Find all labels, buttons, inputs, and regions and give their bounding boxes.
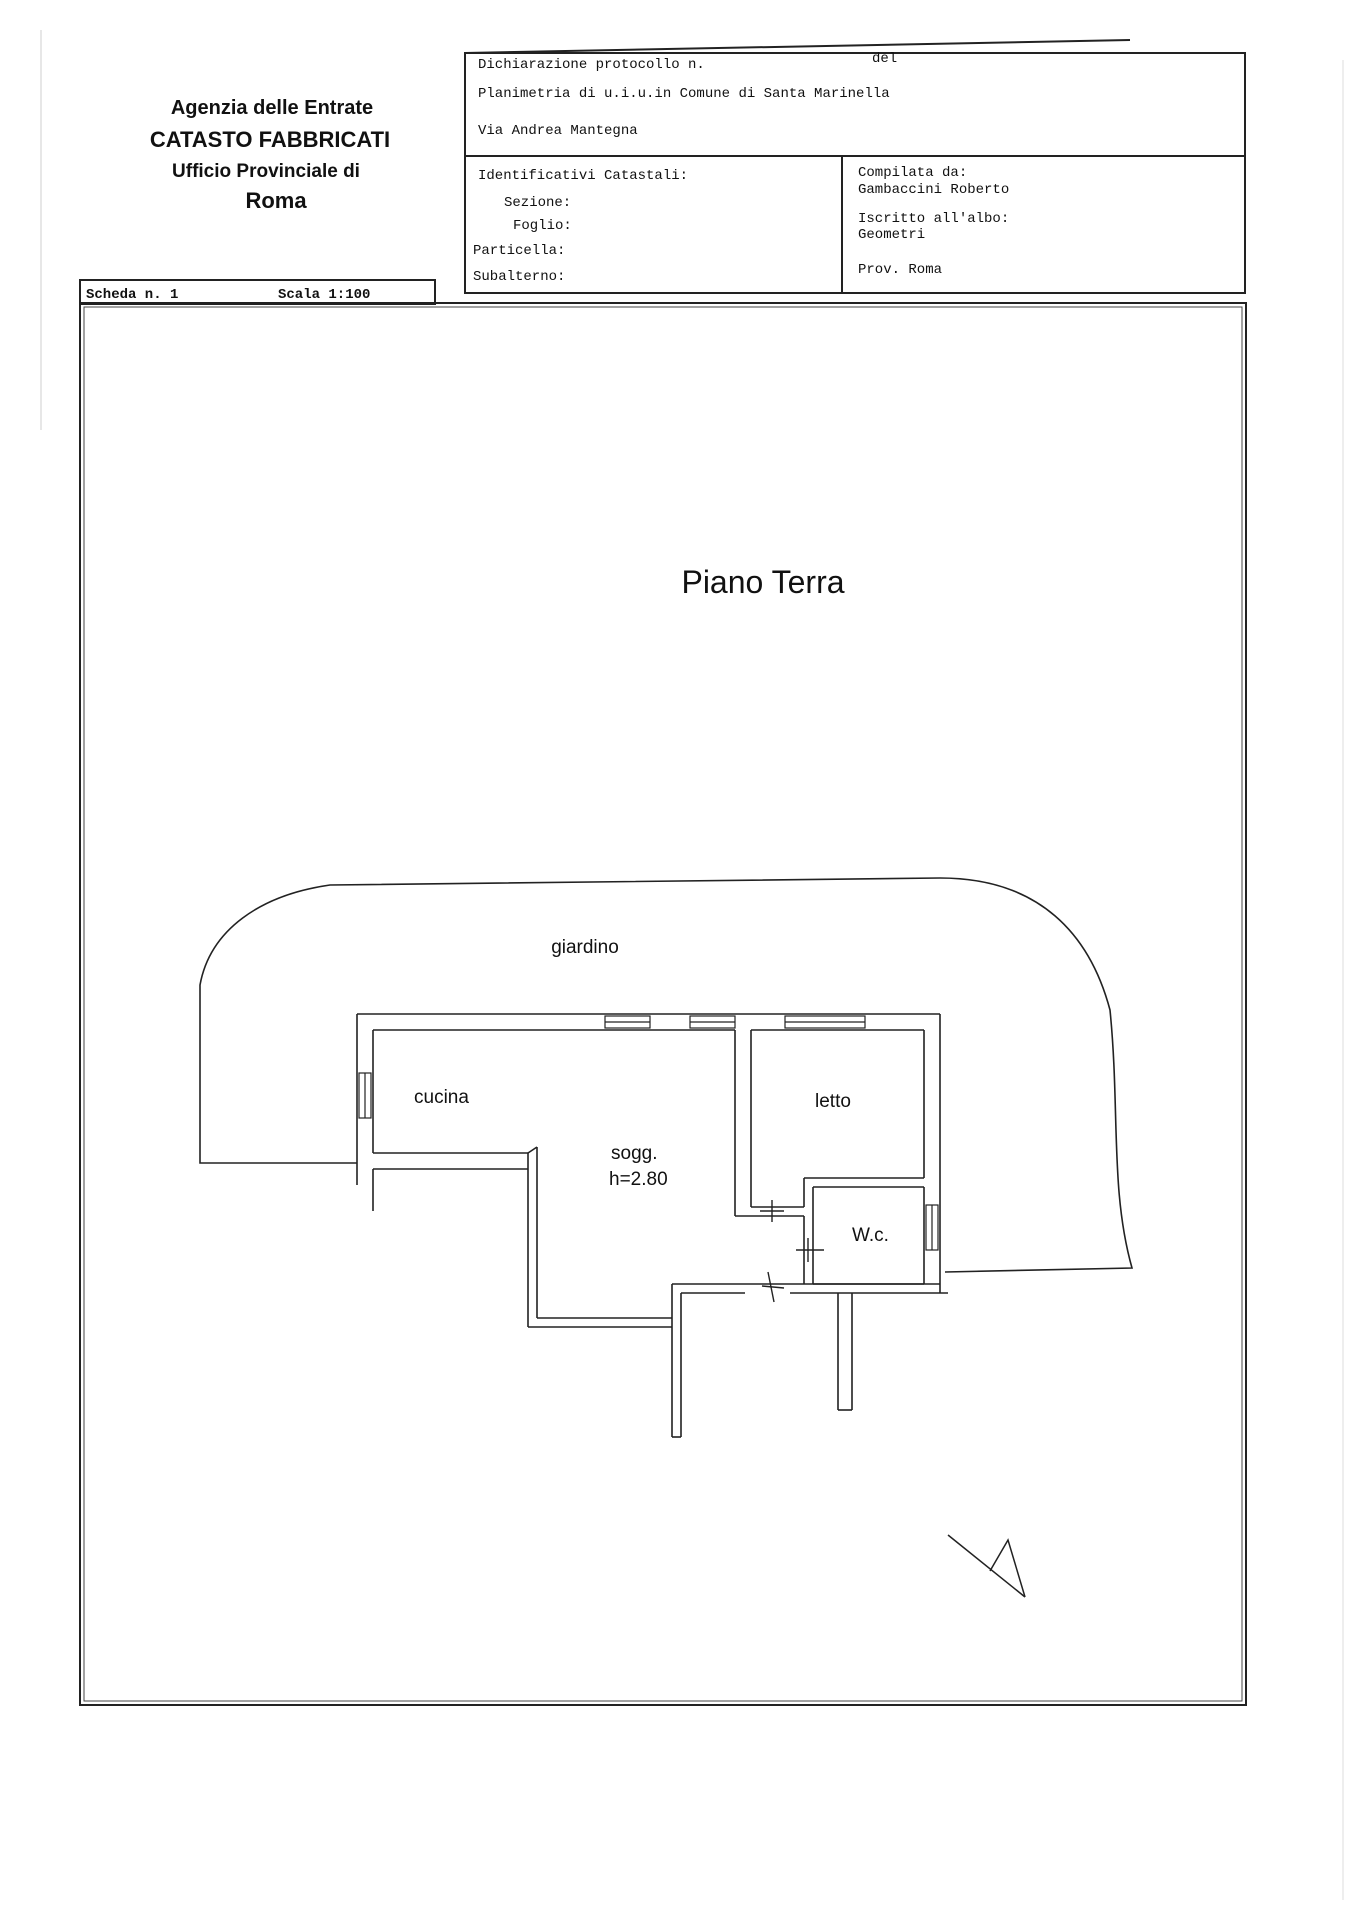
compiled-by-name: Gambaccini Roberto xyxy=(858,182,1009,198)
register-label: Iscritto all'albo: xyxy=(858,211,1009,227)
subalterno-label: Subalterno: xyxy=(473,269,565,285)
compiled-by-label: Compilata da: xyxy=(858,165,967,181)
office-label: Ufficio Provinciale di xyxy=(172,161,360,182)
scale-label: Scala 1:100 xyxy=(278,287,370,303)
room-label-bedroom: letto xyxy=(815,1091,851,1112)
garden-outline xyxy=(199,877,1134,1273)
drawing-frame-inner xyxy=(83,306,1243,1702)
foglio-label: Foglio: xyxy=(513,218,572,234)
windows xyxy=(358,1015,939,1251)
apartment-walls xyxy=(356,1013,948,1438)
north-arrow-icon xyxy=(947,1534,1026,1598)
cadastral-identifiers-title: Identificativi Catastali: xyxy=(478,168,688,184)
office-city: Roma xyxy=(245,188,307,213)
sezione-label: Sezione: xyxy=(504,195,571,211)
door-marks xyxy=(745,1200,824,1303)
header-table-frame xyxy=(464,52,1246,294)
protocol-date-label: del xyxy=(872,51,897,67)
floor-title: Piano Terra xyxy=(681,564,844,600)
province-label: Prov. Roma xyxy=(858,262,942,278)
agency-header: Agenzia delle Entrate CATASTO FABBRICATI… xyxy=(150,97,390,213)
sheet-info-box: Scheda n. 1 Scala 1:100 xyxy=(79,279,436,305)
register-value: Geometri xyxy=(858,227,925,243)
room-label-living: sogg. xyxy=(611,1143,657,1164)
header-table: Dichiarazione protocollo n. del Planimet… xyxy=(464,39,1246,294)
drawing-frame xyxy=(79,302,1247,1706)
particella-label: Particella: xyxy=(473,243,565,259)
protocol-label: Dichiarazione protocollo n. xyxy=(478,57,705,73)
property-address: Via Andrea Mantegna xyxy=(478,123,638,139)
room-height-label: h=2.80 xyxy=(609,1169,668,1190)
room-label-bathroom: W.c. xyxy=(852,1225,889,1246)
room-label-kitchen: cucina xyxy=(414,1087,469,1108)
room-label-garden: giardino xyxy=(551,937,619,958)
plan-municipality: Planimetria di u.i.u.in Comune di Santa … xyxy=(478,86,890,102)
agency-name: Agenzia delle Entrate xyxy=(171,97,373,119)
catasto-title: CATASTO FABBRICATI xyxy=(150,127,390,152)
sheet-number: Scheda n. 1 xyxy=(86,287,178,303)
